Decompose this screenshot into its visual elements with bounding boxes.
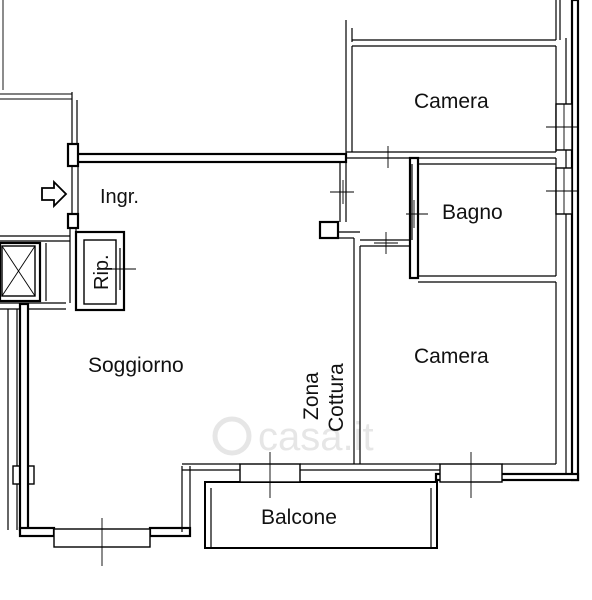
- watermark-text: casa.it: [258, 415, 374, 459]
- casa-logo-icon: [212, 416, 252, 456]
- room-label-soggiorno: Soggiorno: [88, 354, 184, 377]
- stair-block: [0, 235, 70, 530]
- exterior-walls: [0, 0, 580, 482]
- room-labels: Camera Bagno Camera Ingr. Rip. Soggiorno…: [88, 90, 503, 529]
- room-label-zona: Zona: [300, 372, 323, 420]
- watermark: casa.it: [212, 415, 374, 459]
- room-label-ripostiglio: Rip.: [91, 254, 113, 290]
- arrow-right-icon: [41, 179, 68, 209]
- room-label-camera-top: Camera: [414, 90, 489, 113]
- elevator-cross-icon: [1, 245, 36, 297]
- room-label-cottura: Cottura: [325, 363, 348, 432]
- apartment-walls: [18, 46, 578, 566]
- room-label-ingresso: Ingr.: [100, 186, 139, 208]
- room-label-bagno: Bagno: [442, 201, 503, 224]
- room-label-camera-right: Camera: [414, 345, 489, 368]
- room-label-balcone: Balcone: [261, 506, 337, 529]
